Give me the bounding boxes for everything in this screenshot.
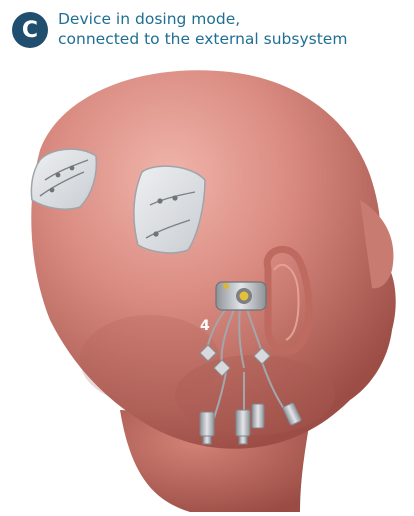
callout-label: 4 — [200, 318, 210, 334]
jaw-shadow — [80, 315, 220, 405]
port-device — [216, 282, 266, 310]
